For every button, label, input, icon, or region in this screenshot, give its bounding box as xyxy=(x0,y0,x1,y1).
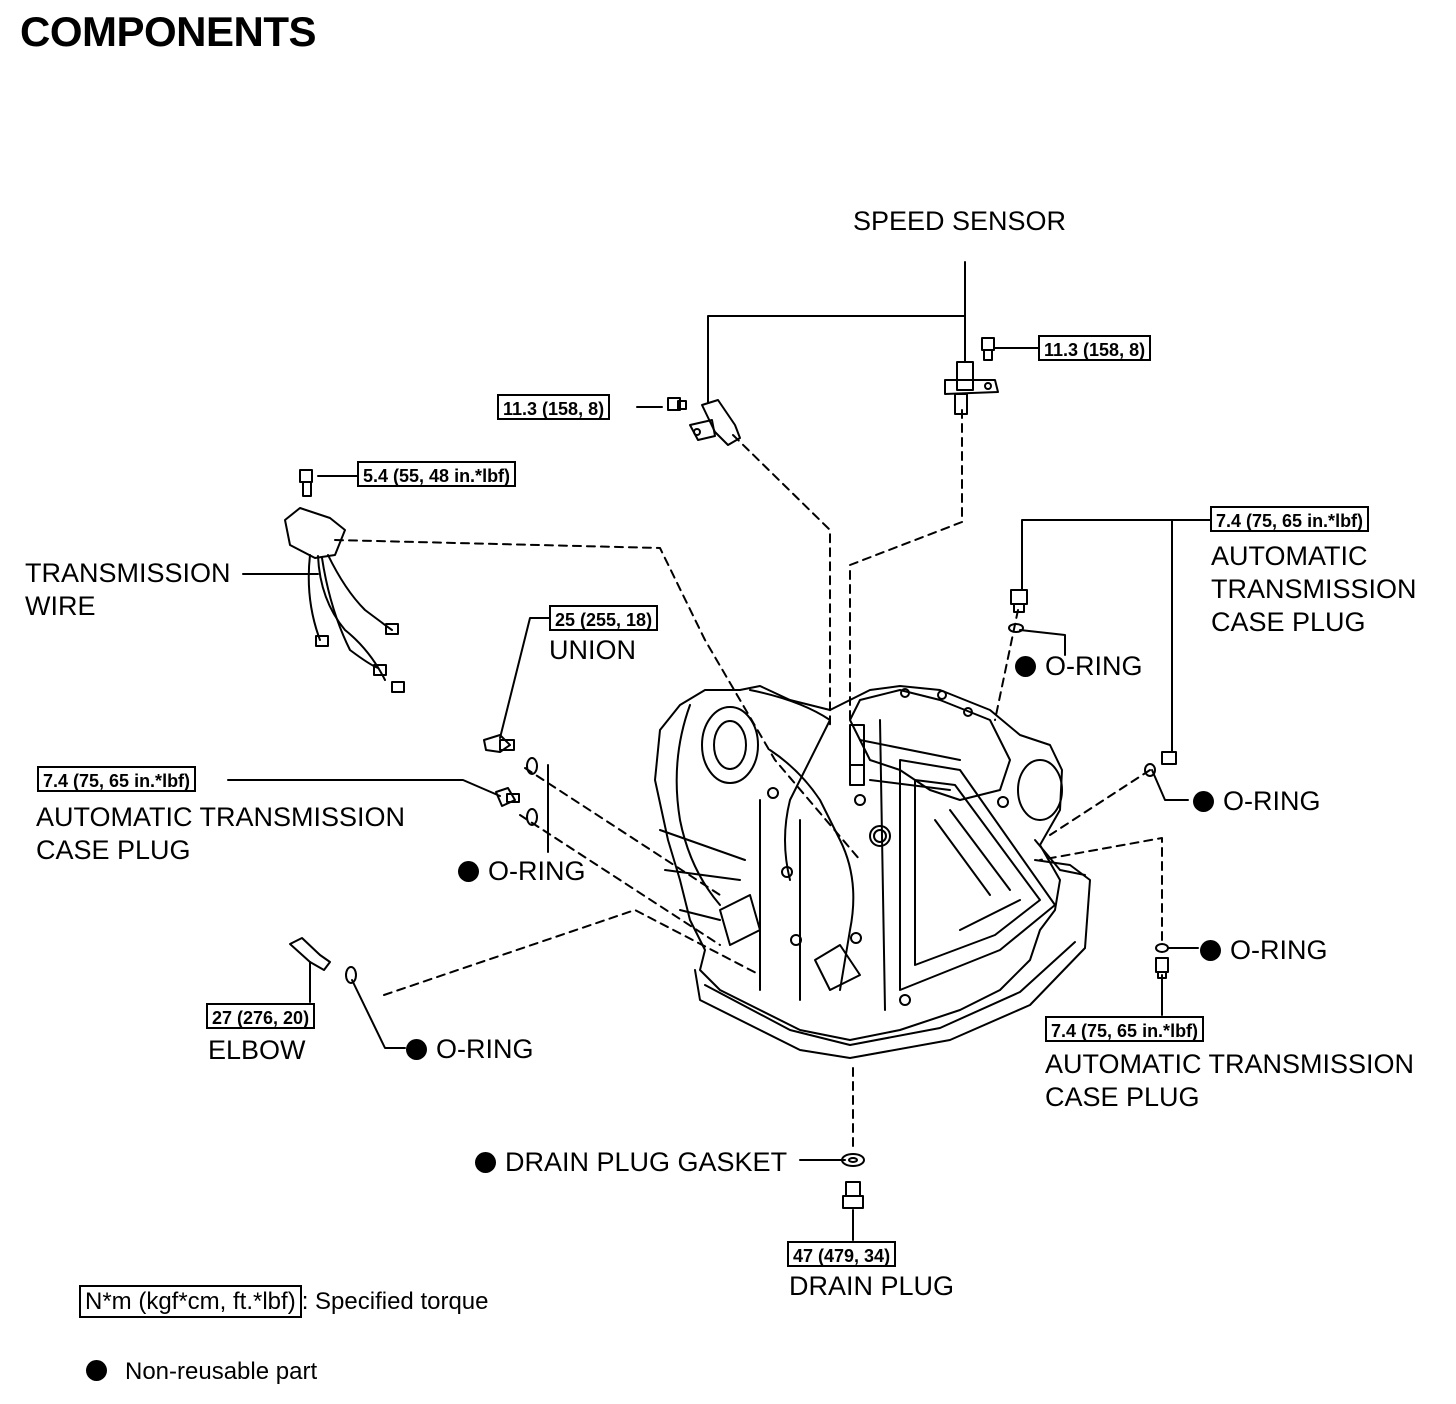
o-ring-elbow xyxy=(345,966,357,984)
page-title: COMPONENTS xyxy=(20,8,317,55)
drain-plug-gasket xyxy=(841,1153,865,1167)
union-fitting xyxy=(483,734,515,753)
torque-case-plug-left: 7.4 (75, 65 in.*lbf) xyxy=(37,766,197,792)
label-case-plug-right-line2: TRANSMISSION xyxy=(1211,574,1417,604)
non-reusable-dot-icon xyxy=(86,1360,107,1381)
non-reusable-dot-icon xyxy=(475,1152,496,1173)
speed-sensor-right xyxy=(944,361,999,415)
leader-lines xyxy=(227,261,1211,1241)
o-ring-case-plug-left xyxy=(526,808,538,826)
elbow-fitting xyxy=(289,937,331,971)
label-case-plug-left-line1: AUTOMATIC TRANSMISSION xyxy=(36,802,406,832)
o-ring-case-plug-right-top xyxy=(1008,623,1024,633)
torque-speed-sensor-left: 11.3 (158, 8) xyxy=(497,394,611,420)
label-drain-plug-gasket: DRAIN PLUG GASKET xyxy=(475,1146,787,1179)
label-transmission-wire-line1: TRANSMISSION xyxy=(25,558,231,588)
bolt-speed-sensor-right xyxy=(981,337,995,361)
label-o-ring-left: O-RING xyxy=(458,855,586,888)
transaxle-case xyxy=(654,685,1063,1041)
torque-case-plug-lower-right: 7.4 (75, 65 in.*lbf) xyxy=(1045,1016,1205,1042)
label-case-plug-left-line2: CASE PLUG xyxy=(36,835,191,865)
non-reusable-dot-icon xyxy=(458,861,479,882)
torque-union: 25 (255, 18) xyxy=(549,605,659,631)
case-plug-lower-right xyxy=(1155,957,1169,979)
torque-speed-sensor-right: 11.3 (158, 8) xyxy=(1038,335,1152,361)
o-ring-case-plug-right-middle xyxy=(1144,763,1156,777)
torque-case-plug-right: 7.4 (75, 65 in.*lbf) xyxy=(1210,506,1370,532)
legend-non-reusable: Non-reusable part xyxy=(86,1358,317,1386)
transmission-wire-harness xyxy=(284,469,405,693)
o-ring-case-plug-lower-right xyxy=(1155,943,1169,953)
legend-torque-unit: N*m (kgf*cm, ft.*lbf) xyxy=(79,1285,302,1318)
non-reusable-dot-icon xyxy=(1015,656,1036,677)
torque-elbow: 27 (276, 20) xyxy=(206,1003,316,1029)
label-case-plug-right-line3: CASE PLUG xyxy=(1211,607,1366,637)
transaxle-assembly xyxy=(654,685,1091,1059)
legend-torque: N*m (kgf*cm, ft.*lbf): Specified torque xyxy=(79,1285,489,1318)
torque-drain-plug: 47 (479, 34) xyxy=(787,1241,897,1267)
label-o-ring-lower-right: O-RING xyxy=(1200,934,1328,967)
label-case-plug-lower-right-line1: AUTOMATIC TRANSMISSION xyxy=(1045,1049,1415,1079)
label-case-plug-right-line1: AUTOMATIC xyxy=(1211,541,1368,571)
label-transmission-wire-line2: WIRE xyxy=(25,591,96,621)
drain-plug xyxy=(842,1181,864,1209)
label-speed-sensor: SPEED SENSOR xyxy=(853,206,1067,236)
non-reusable-dot-icon xyxy=(406,1039,427,1060)
label-elbow: ELBOW xyxy=(208,1035,306,1065)
label-union: UNION xyxy=(549,635,636,665)
case-plug-right-top xyxy=(1010,589,1028,613)
speed-sensor-left xyxy=(689,399,741,446)
o-ring-union xyxy=(526,757,538,775)
label-case-plug-lower-right-line2: CASE PLUG xyxy=(1045,1082,1200,1112)
install-lines xyxy=(334,409,1163,1151)
label-o-ring-right-top: O-RING xyxy=(1015,650,1143,683)
legend-torque-desc: : Specified torque xyxy=(301,1288,489,1315)
case-plug-left xyxy=(495,787,520,807)
case-plug-right-middle xyxy=(1161,751,1177,765)
non-reusable-dot-icon xyxy=(1193,791,1214,812)
torque-transmission-wire: 5.4 (55, 48 in.*lbf) xyxy=(357,461,517,487)
label-o-ring-right-middle: O-RING xyxy=(1193,785,1321,818)
label-drain-plug: DRAIN PLUG xyxy=(789,1271,955,1301)
label-o-ring-elbow: O-RING xyxy=(406,1033,534,1066)
non-reusable-dot-icon xyxy=(1200,940,1221,961)
bolt-speed-sensor-left xyxy=(667,397,687,411)
